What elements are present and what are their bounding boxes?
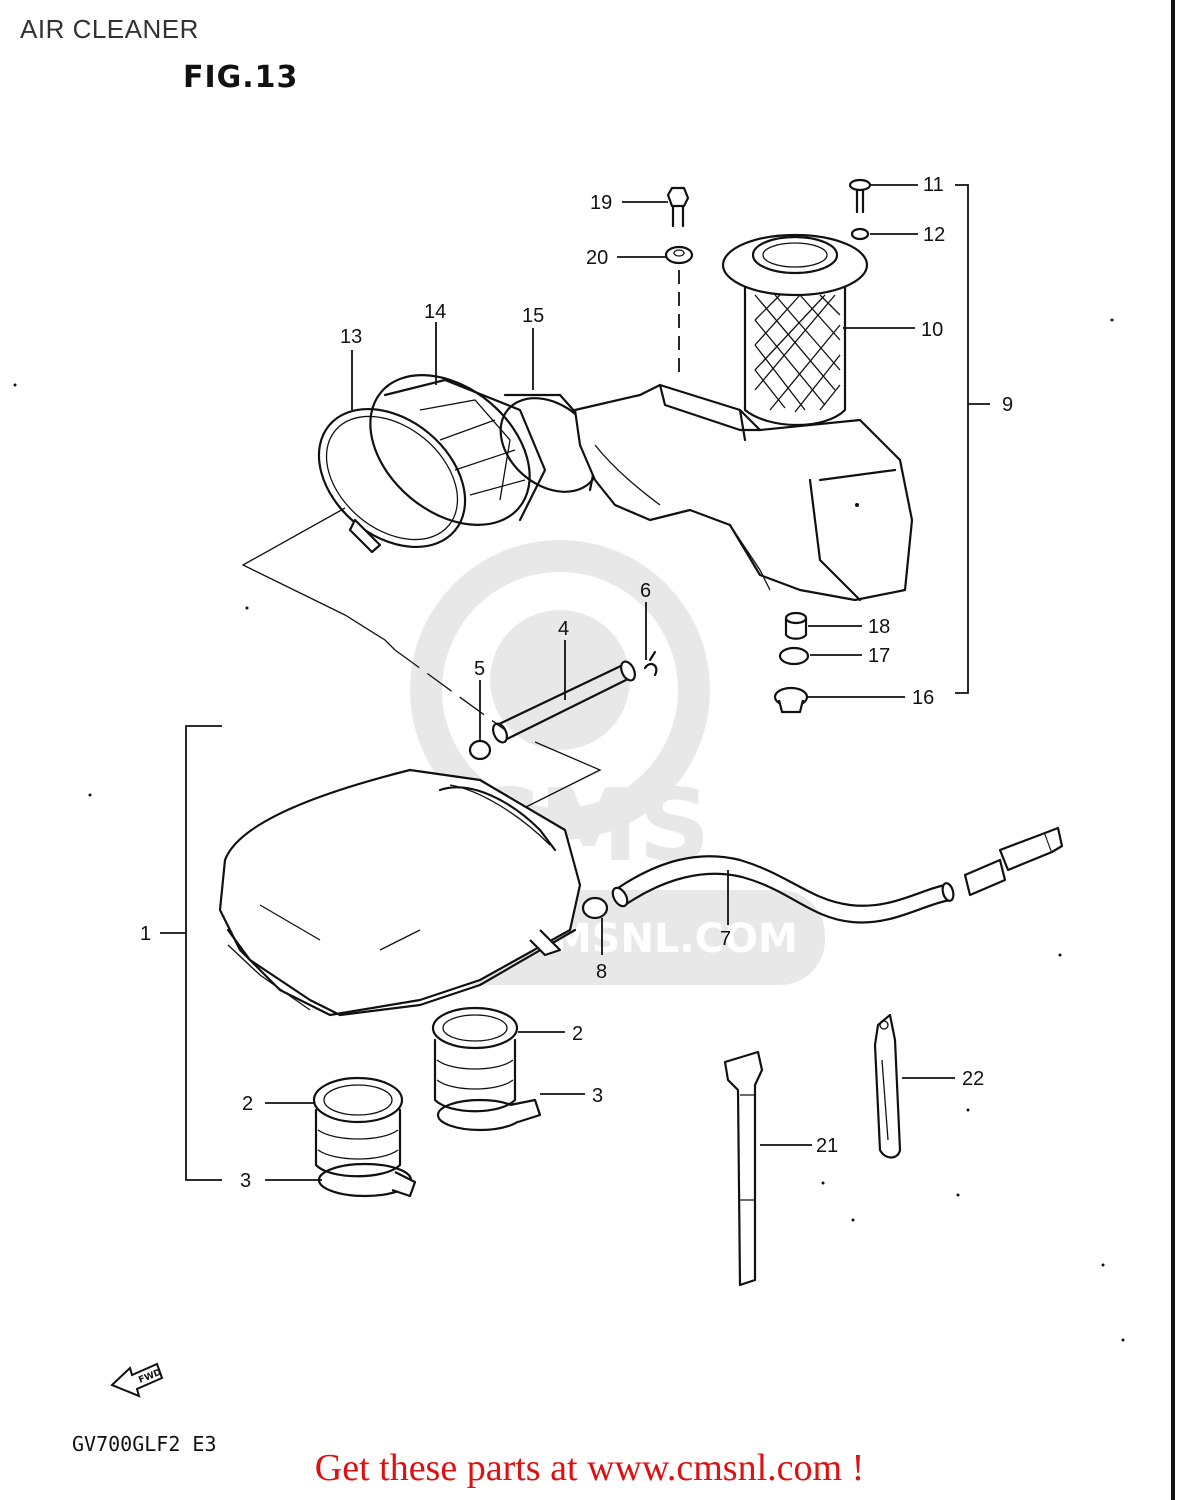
- callout-7: 7: [720, 928, 731, 950]
- page-border: [1171, 0, 1175, 1500]
- callout-14: 14: [424, 301, 446, 323]
- callout-13: 13: [340, 326, 362, 348]
- callout-labels: 1 2 2 3 3 4 5 6 7 8 9 10 11 12 13 14 15 …: [140, 174, 1013, 1192]
- callout-21: 21: [816, 1135, 838, 1157]
- part-21-strap: [723, 1050, 764, 1287]
- figure-label: FIG.13: [183, 60, 299, 95]
- part-10-filter-element: [721, 233, 869, 426]
- callout-8: 8: [596, 961, 607, 983]
- callout-16: 16: [912, 687, 934, 709]
- bracket-1: [185, 725, 222, 1181]
- part-2-joint-left: [312, 1076, 404, 1178]
- callout-3-left: 3: [240, 1170, 251, 1192]
- part-13-clamp: [317, 407, 467, 554]
- page-title: AIR CLEANER: [20, 14, 199, 44]
- callout-2-left: 2: [242, 1093, 253, 1115]
- callout-9: 9: [1002, 394, 1013, 416]
- part-3-clamp-left: [317, 1162, 417, 1198]
- callout-5: 5: [474, 658, 485, 680]
- callout-4: 4: [558, 618, 569, 640]
- callout-6: 6: [640, 580, 651, 602]
- bracket-9: [955, 184, 969, 694]
- part-19-bolt: [666, 186, 690, 228]
- fwd-arrow-icon: FWD: [110, 1362, 164, 1398]
- model-code: GV700GLF2 E3: [72, 1432, 217, 1456]
- part-3-clamp-middle: [436, 1098, 542, 1132]
- footer-cta-prefix: Get these parts at: [314, 1447, 587, 1489]
- part-6-clip: [643, 650, 658, 677]
- callout-17: 17: [868, 645, 890, 667]
- callout-12: 12: [923, 224, 945, 246]
- part-18-cap: [784, 611, 808, 640]
- part-20-collar: [664, 245, 694, 265]
- footer-cta-link[interactable]: www.cmsnl.com: [587, 1447, 843, 1489]
- callout-15: 15: [522, 305, 544, 327]
- part-8-clamp: [581, 896, 609, 920]
- part-14-cover: [369, 374, 547, 526]
- part-1-case: [218, 768, 582, 1017]
- callout-22: 22: [962, 1068, 984, 1090]
- part-16-grommet: [773, 686, 809, 714]
- callout-1: 1: [140, 923, 151, 945]
- part-12-washer: [850, 227, 870, 241]
- callout-20: 20: [586, 247, 608, 269]
- callout-2-middle: 2: [572, 1023, 583, 1045]
- leader-lines: [265, 184, 955, 1181]
- callout-10: 10: [921, 319, 943, 341]
- callout-18: 18: [868, 616, 890, 638]
- callout-19: 19: [590, 192, 612, 214]
- footer-cta[interactable]: Get these parts at www.cmsnl.com !: [0, 1446, 1179, 1490]
- part-17-clip: [778, 646, 810, 666]
- part-22-strap: [873, 1013, 902, 1159]
- part-11-screw: [848, 178, 872, 214]
- part-7-drain-hose: [611, 826, 1064, 924]
- part-5-clamp: [468, 739, 492, 761]
- footer-cta-suffix: !: [842, 1447, 865, 1489]
- part-4-hose: [492, 660, 636, 744]
- callout-3-middle: 3: [592, 1085, 603, 1107]
- part-2-joint-middle: [431, 1006, 519, 1113]
- air-cleaner-case: [573, 383, 914, 602]
- callout-11: 11: [923, 174, 944, 196]
